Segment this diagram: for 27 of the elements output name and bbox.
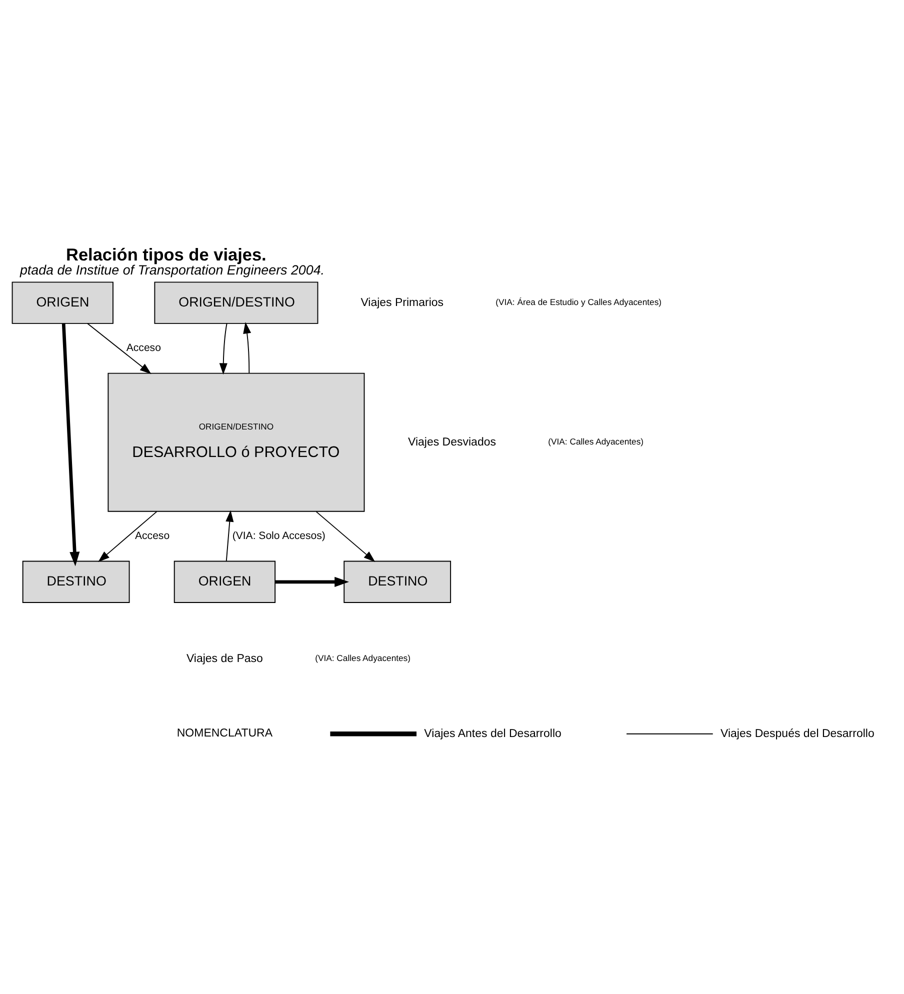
label: Viajes de Paso	[186, 652, 263, 665]
arrow	[275, 576, 350, 586]
arrow	[219, 322, 228, 374]
node-box: DESTINO	[22, 560, 130, 602]
arrow	[62, 323, 80, 566]
label: NOMENCLATURA	[176, 726, 273, 739]
legend-label: Viajes Después del Desarrollo	[720, 727, 874, 740]
arrow	[243, 322, 252, 374]
node-box: ORIGEN/DESTINO	[154, 281, 318, 324]
label: (VIA: Calles Adyacentes)	[315, 652, 411, 663]
label: (VIA: Calles Adyacentes)	[548, 436, 644, 446]
label: Viajes Primarios	[360, 296, 444, 308]
label: Viajes Desviados	[408, 436, 496, 448]
edge-label: Acceso	[135, 530, 170, 542]
edge-label: Acceso	[126, 342, 161, 354]
node-box: DESTINO	[344, 560, 452, 602]
diagram-title: Relación tipos de viajes.	[66, 244, 266, 264]
arrow	[226, 510, 234, 562]
arrow	[98, 510, 158, 562]
node-box: ORIGEN	[12, 281, 114, 324]
node-box: ORIGEN	[174, 560, 276, 602]
label: (VIA: Área de Estudio y Calles Adyacentes)	[496, 296, 662, 306]
arrow	[87, 322, 152, 374]
arrow	[316, 510, 376, 562]
node-box: ORIGEN/DESTINO DESARROLLO ó PROYECTO	[108, 372, 365, 512]
edge-label: (VIA: Solo Accesos)	[232, 530, 326, 542]
legend-label: Viajes Antes del Desarrollo	[424, 727, 562, 740]
